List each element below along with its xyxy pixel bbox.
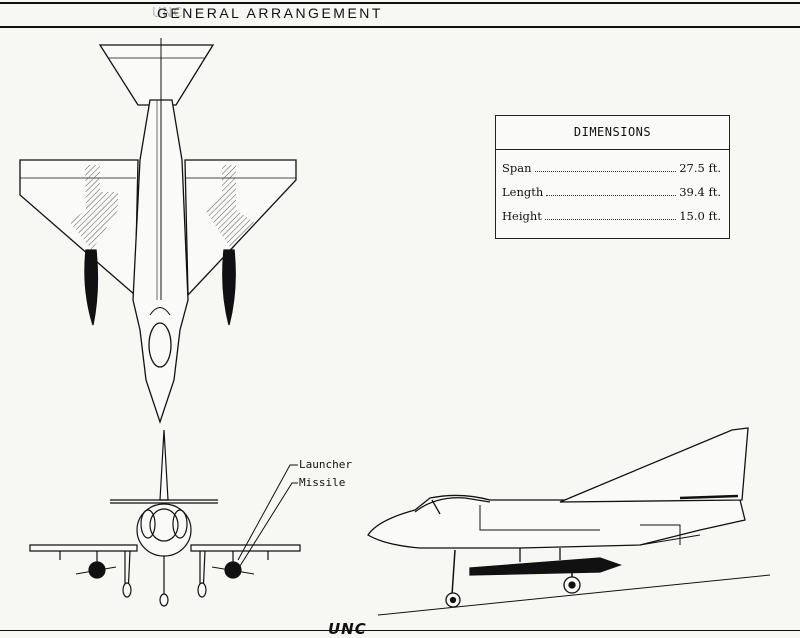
callout-leaders: [237, 464, 298, 567]
dimensions-box: DIMENSIONS Span 27.5 ft. Length 39.4 ft.…: [495, 115, 730, 239]
side-fuselage: [367, 487, 746, 549]
side-missile: [469, 557, 622, 576]
ground-line: [377, 574, 771, 616]
left-slat-hatch: [70, 165, 118, 250]
missile-callout: Missile: [299, 476, 346, 489]
side-view-aircraft: [367, 427, 771, 616]
dimension-value: 27.5 ft.: [679, 161, 721, 175]
header-top-rule: [0, 2, 800, 4]
side-tail-fin: [559, 427, 749, 503]
dimension-label: Span: [502, 161, 532, 175]
dimension-row-height: Height 15.0 ft.: [502, 207, 721, 223]
dimension-row-span: Span 27.5 ft.: [502, 159, 721, 175]
dimensions-heading: DIMENSIONS: [496, 116, 729, 150]
dimension-value: 39.4 ft.: [679, 185, 721, 199]
front-view-aircraft: [29, 429, 301, 607]
footer-rule: [0, 630, 800, 631]
plan-view-aircraft: [19, 38, 297, 425]
leader-dots: [546, 195, 677, 196]
dimension-label: Length: [502, 185, 544, 199]
side-canopy: [414, 497, 491, 513]
dimension-row-length: Length 39.4 ft.: [502, 183, 721, 199]
launcher-callout: Launcher: [299, 458, 352, 471]
header-bottom-rule: [0, 26, 800, 28]
horizontal-tail: [98, 44, 215, 106]
plan-canopy: [148, 322, 172, 368]
front-wing: [29, 544, 138, 552]
front-fin: [159, 429, 169, 501]
dimension-label: Height: [502, 209, 542, 223]
dimension-value: 15.0 ft.: [679, 209, 721, 223]
right-drop-tank: [222, 249, 236, 326]
footer-fragment: UNC: [328, 620, 367, 638]
leader-dots: [534, 171, 677, 172]
right-slat-hatch: [205, 165, 254, 250]
classification-stamp: UNC: [152, 6, 184, 21]
left-drop-tank: [84, 249, 99, 326]
page-title: GENERAL ARRANGEMENT: [157, 5, 383, 21]
leader-dots: [544, 219, 677, 220]
